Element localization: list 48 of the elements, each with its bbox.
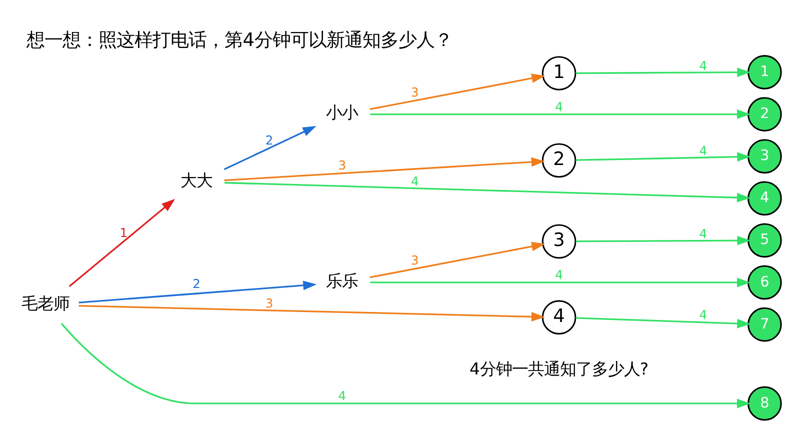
node-circle: 2 bbox=[542, 143, 576, 178]
edge-label: 2 bbox=[192, 277, 200, 292]
arrow bbox=[576, 68, 751, 78]
arrow bbox=[224, 157, 545, 182]
label: 4分钟一共通知了多少人? bbox=[469, 360, 649, 379]
arrow bbox=[224, 126, 316, 170]
node-circle: 1 bbox=[542, 56, 576, 90]
arrow bbox=[576, 152, 751, 162]
node-circle: 6 bbox=[748, 265, 782, 300]
edge-label: 3 bbox=[411, 85, 419, 100]
arrow bbox=[78, 304, 545, 322]
edge-label: 2 bbox=[265, 134, 274, 148]
arrow bbox=[68, 198, 176, 287]
arrow bbox=[370, 74, 546, 110]
node-text: 大大 bbox=[180, 170, 212, 190]
edge-label: 1 bbox=[120, 226, 128, 240]
arrow bbox=[78, 280, 317, 304]
arrow bbox=[576, 317, 751, 328]
node-text: 毛老师 bbox=[22, 294, 70, 313]
node-text: 小小 bbox=[326, 103, 358, 122]
edge-label: 4 bbox=[699, 144, 708, 158]
node-circle: 3 bbox=[748, 139, 782, 174]
edge-label: 4 bbox=[555, 100, 563, 114]
node-circle: 1 bbox=[748, 55, 782, 90]
node-circle: 4 bbox=[542, 300, 576, 335]
node-circle: 3 bbox=[542, 224, 576, 259]
edge-label: 3 bbox=[411, 254, 419, 268]
edge-label: 4 bbox=[411, 174, 419, 189]
node-circle: 8 bbox=[748, 386, 782, 421]
arrow bbox=[576, 236, 751, 246]
node-circle: 2 bbox=[748, 97, 782, 132]
edge-label: 4 bbox=[338, 389, 346, 403]
edge-label: 3 bbox=[265, 296, 274, 311]
arrow bbox=[60, 323, 751, 408]
node-circle: 4 bbox=[748, 181, 782, 216]
edge-label: 4 bbox=[699, 226, 708, 241]
node-circle: 5 bbox=[748, 223, 782, 258]
diagram-title: 想一想：照这样打电话，第4分钟可以新通知多少人？ bbox=[26, 30, 452, 51]
arrow bbox=[370, 242, 546, 278]
arrow bbox=[370, 110, 751, 120]
arrow bbox=[224, 182, 751, 202]
edge-label: 4 bbox=[699, 58, 708, 73]
edge-label: 3 bbox=[338, 158, 346, 172]
edge-label: 4 bbox=[555, 268, 563, 282]
node-text: 乐乐 bbox=[326, 271, 358, 290]
arrow bbox=[370, 278, 751, 288]
node-circle: 7 bbox=[748, 307, 782, 342]
edge-label: 4 bbox=[699, 308, 708, 322]
